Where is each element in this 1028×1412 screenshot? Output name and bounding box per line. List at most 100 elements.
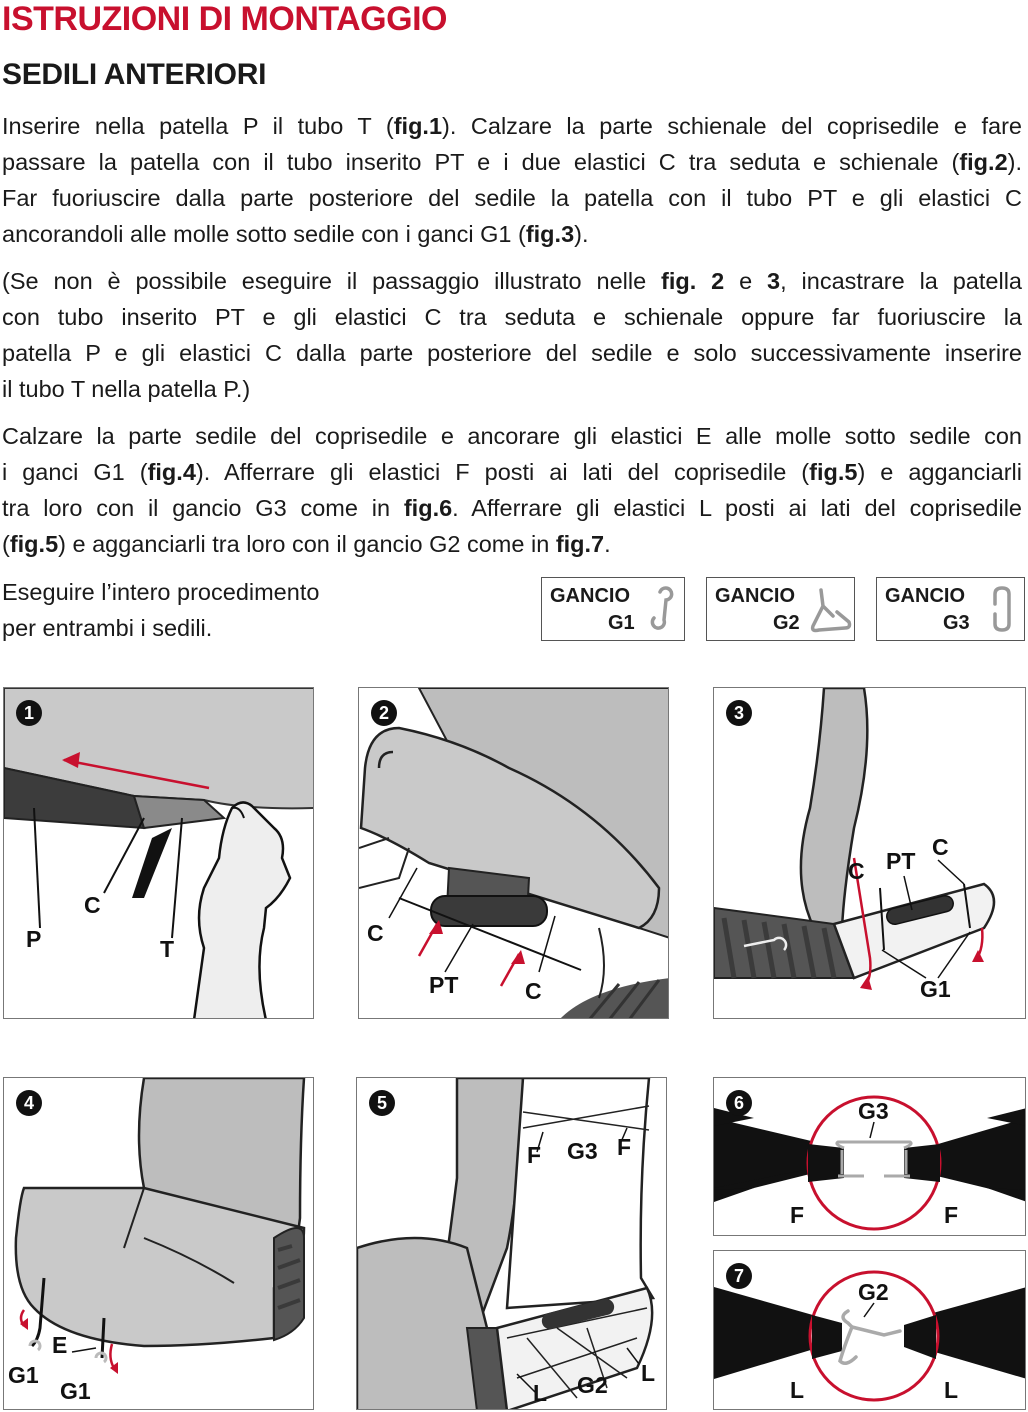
label-t: T — [160, 936, 175, 962]
figure-3: 3 C PT C G1 — [713, 687, 1026, 1019]
hook-legend-g3: GANCIO G3 — [876, 577, 1025, 641]
text-segment: , incastrare la patella — [780, 268, 1022, 294]
hook-legend-g1: GANCIO G1 — [541, 577, 685, 641]
text-segment: con tubo inserito PT e gli elastici C tr… — [2, 304, 1022, 330]
figure-4-illustration — [14, 1078, 306, 1374]
label-e: E — [52, 1332, 68, 1358]
figure-reference: fig.2 — [959, 149, 1008, 175]
label-g3: G3 — [567, 1138, 598, 1164]
closing-line-2: per entrambi i sedili. — [2, 615, 213, 641]
figure-number: 2 — [371, 700, 397, 726]
text-line: Inserire nella patella P il tubo T (fig.… — [2, 108, 1022, 144]
text-segment: ). — [574, 221, 589, 247]
figure-reference: fig.5 — [809, 459, 858, 485]
figure-number: 7 — [726, 1263, 752, 1289]
text-segment: i ganci G1 ( — [2, 459, 148, 485]
text-segment: ). Calzare la parte schienale del copris… — [442, 113, 1022, 139]
figure-1-illustration — [4, 688, 313, 1018]
label-f: F — [944, 1202, 959, 1228]
text-segment: ( — [2, 531, 10, 557]
figure-reference: fig.7 — [555, 531, 605, 557]
closing-line-1: Eseguire l’intero procedimento — [2, 579, 320, 605]
figure-4: 4 E G1 G1 — [3, 1077, 314, 1410]
figure-reference: fig. 2 — [661, 268, 725, 294]
figure-5: 5 F G3 F L G2 L — [356, 1077, 667, 1410]
paragraph-1: Inserire nella patella P il tubo T (fig.… — [2, 108, 1022, 252]
text-segment: passare la patella con il tubo inserito … — [2, 149, 960, 175]
label-c: C — [525, 978, 542, 1004]
paragraph-3: Calzare la parte sedile del coprisedile … — [2, 418, 1022, 562]
text-line: Calzare la parte sedile del coprisedile … — [2, 418, 1022, 454]
label-f: F — [527, 1142, 542, 1168]
label-g2: G2 — [858, 1279, 889, 1305]
text-line: (fig.5) e agganciarli tra loro con il ga… — [2, 526, 1022, 562]
paragraph-2: (Se non è possibile eseguire il passaggi… — [2, 263, 1022, 407]
label-g1: G1 — [8, 1362, 39, 1388]
figure-number: 6 — [726, 1090, 752, 1116]
label-f: F — [790, 1202, 805, 1228]
figure-reference: fig.6 — [403, 495, 453, 521]
label-g3: G3 — [858, 1098, 889, 1124]
label-f: F — [617, 1134, 632, 1160]
label-c: C — [367, 920, 384, 946]
figure-number: 4 — [16, 1090, 42, 1116]
text-line: patella P e gli elastici C dalla parte p… — [2, 335, 1022, 371]
figure-reference: fig.5 — [9, 531, 59, 557]
hook-code: G1 — [608, 612, 635, 634]
text-line: il tubo T nella patella P.) — [2, 371, 1022, 407]
figure-1: 1 P C T — [3, 687, 314, 1019]
text-segment: Far fuoriuscire dalla parte posteriore d… — [2, 185, 1022, 211]
text-segment: ). — [1007, 149, 1022, 175]
hook-label: GANCIO — [550, 585, 630, 607]
text-line: (Se non è possibile eseguire il passaggi… — [2, 263, 1022, 299]
text-line: tra loro con il gancio G3 come in fig.6.… — [2, 490, 1022, 526]
hook-legend-g2: GANCIO G2 — [706, 577, 855, 641]
figure-6: 6 G3 F F — [713, 1077, 1026, 1236]
label-c: C — [84, 892, 101, 918]
text-segment: Inserire nella patella P il tubo T ( — [2, 113, 394, 139]
label-g2: G2 — [577, 1372, 608, 1398]
text-line: con tubo inserito PT e gli elastici C tr… — [2, 299, 1022, 335]
text-segment: ) e agganciarli tra loro con il gancio G… — [58, 531, 556, 557]
text-segment: patella P e gli elastici C dalla parte p… — [2, 340, 1022, 366]
text-line: passare la patella con il tubo inserito … — [2, 144, 1022, 180]
hook-code: G2 — [773, 612, 800, 634]
hook-g3-icon — [993, 586, 1011, 632]
figure-2-illustration — [359, 688, 668, 1018]
hook-label: GANCIO — [715, 585, 795, 607]
label-c: C — [932, 834, 949, 860]
text-segment: tra loro con il gancio G3 come in — [2, 495, 404, 521]
hook-code: G3 — [943, 612, 970, 634]
figure-reference: 3 — [767, 268, 781, 294]
label-pt: PT — [886, 848, 916, 874]
section-title: SEDILI ANTERIORI — [2, 58, 267, 91]
text-segment: ). Afferrare gli elastici F posti ai lat… — [195, 459, 810, 485]
page-title: ISTRUZIONI DI MONTAGGIO — [2, 0, 447, 38]
label-l: L — [790, 1377, 805, 1403]
hook-label: GANCIO — [885, 585, 965, 607]
figure-number: 3 — [726, 700, 752, 726]
label-l: L — [533, 1380, 548, 1406]
text-segment: il tubo T nella patella P.) — [2, 376, 251, 402]
figure-2: 2 C PT C — [358, 687, 669, 1019]
figure-reference: fig.1 — [393, 113, 443, 139]
label-p: P — [26, 926, 42, 952]
text-segment: (Se non è possibile eseguire il passaggi… — [2, 268, 662, 294]
text-segment: ancorandoli alle molle sotto sedile con … — [2, 221, 526, 247]
label-l: L — [641, 1360, 656, 1386]
text-segment: . — [604, 531, 611, 557]
label-pt: PT — [429, 972, 459, 998]
figure-number: 5 — [369, 1090, 395, 1116]
text-segment: . Afferrare gli elastici L posti ai lati… — [452, 495, 1022, 521]
hook-g1-icon — [650, 586, 674, 630]
text-segment: ) e agganciarli — [857, 459, 1022, 485]
figure-7-illustration — [714, 1270, 1025, 1402]
figure-reference: fig.4 — [147, 459, 196, 485]
figure-reference: fig.3 — [525, 221, 575, 247]
text-segment: e — [724, 268, 768, 294]
label-g1: G1 — [920, 976, 951, 1002]
text-line: i ganci G1 (fig.4). Afferrare gli elasti… — [2, 454, 1022, 490]
text-segment: Calzare la parte sedile del coprisedile … — [2, 423, 1022, 449]
figure-3-illustration — [714, 688, 996, 990]
text-line: Far fuoriuscire dalla parte posteriore d… — [2, 180, 1022, 216]
